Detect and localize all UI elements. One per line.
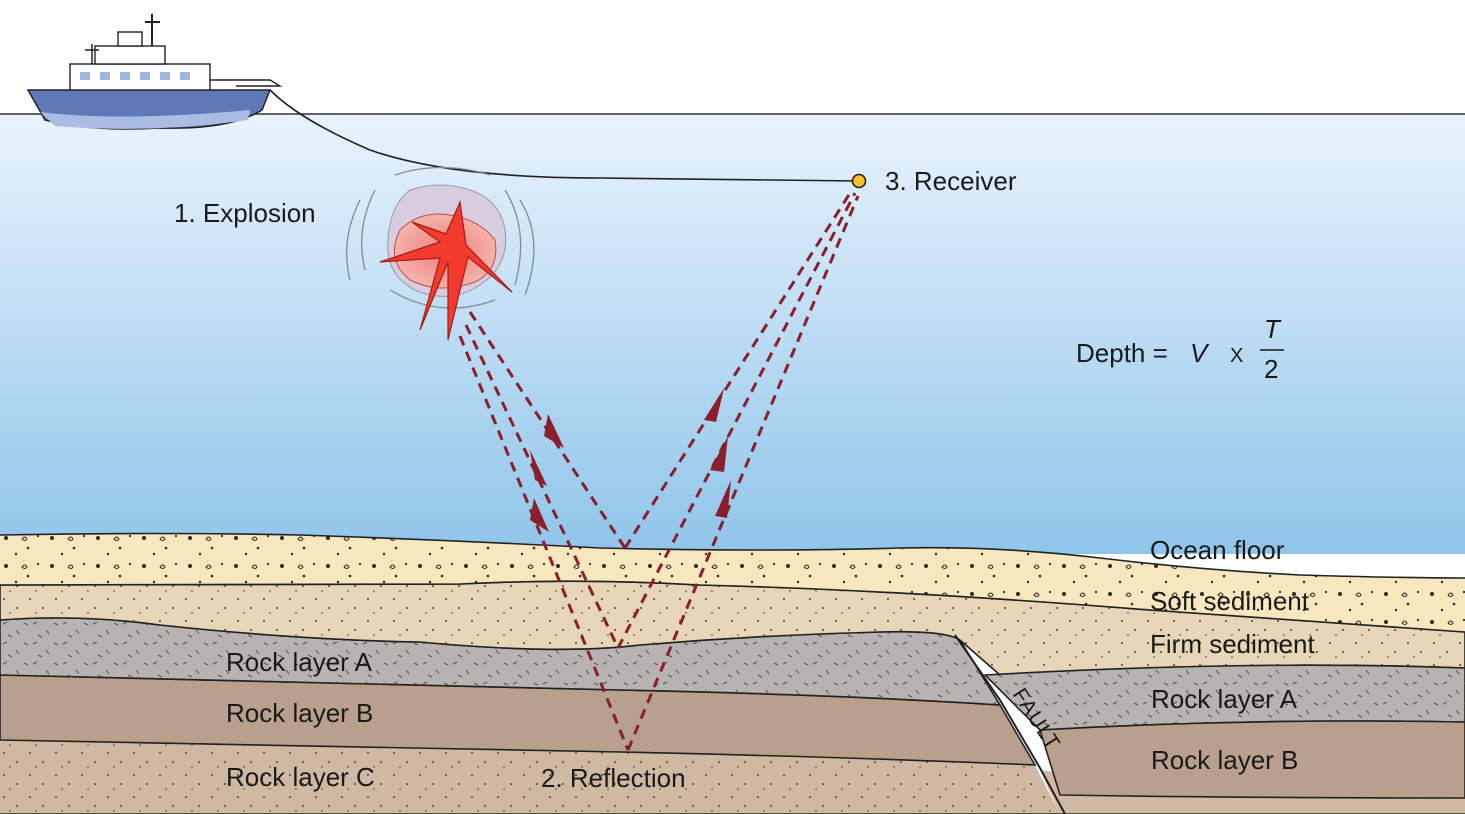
equation-velocity: V (1190, 338, 1210, 368)
ray-arrows (530, 388, 731, 532)
rock-layer-c-label: Rock layer C (226, 762, 375, 792)
receiver-label: 3. Receiver (885, 166, 1017, 196)
arrow-up-3 (715, 480, 731, 518)
equation-lhs: Depth = (1076, 338, 1168, 368)
reflection-label: 2. Reflection (541, 763, 686, 793)
ray-up-2 (616, 192, 857, 649)
ray-up-3 (626, 195, 860, 751)
fault-line (954, 634, 1066, 814)
rock-layer-b-left-label: Rock layer B (226, 698, 373, 728)
rock-layer-c (0, 740, 1465, 814)
ray-up-1 (623, 189, 854, 549)
rock-layer-b-right-label: Rock layer B (1151, 745, 1298, 775)
rock-layer-a-right-label: Rock layer A (1151, 684, 1298, 714)
arrow-down-3 (530, 498, 549, 532)
equation-times: X (1230, 345, 1243, 367)
ocean-floor-label: Ocean floor (1150, 535, 1285, 565)
research-ship-icon (26, 14, 283, 130)
firm-sediment-label: Firm sediment (1150, 629, 1315, 659)
ocean (0, 113, 1465, 554)
arrow-down-2 (530, 450, 547, 486)
arrow-up-1 (704, 388, 724, 422)
rock-layer-b-right (1038, 720, 1465, 799)
arrow-up-2 (710, 436, 728, 472)
explosion-label: 1. Explosion (174, 198, 316, 228)
ocean-floor-layer (0, 532, 1465, 633)
explosion-icon (346, 166, 535, 341)
soft-sediment-label: Soft sediment (1150, 586, 1310, 616)
seafloor-line (0, 532, 1465, 579)
arrow-down-1 (544, 414, 564, 448)
rock-layer-a-left-label: Rock layer A (226, 647, 373, 677)
streamer-cable (269, 89, 859, 182)
rock-layer-a-right (983, 664, 1465, 731)
equation-numerator: T (1264, 314, 1282, 344)
depth-equation: Depth = V X T 2 (1076, 314, 1284, 384)
ray-down-2 (464, 324, 620, 649)
hydrophone-receiver-icon (851, 173, 867, 189)
ray-down-3 (458, 335, 630, 751)
equation-denominator: 2 (1264, 354, 1278, 384)
